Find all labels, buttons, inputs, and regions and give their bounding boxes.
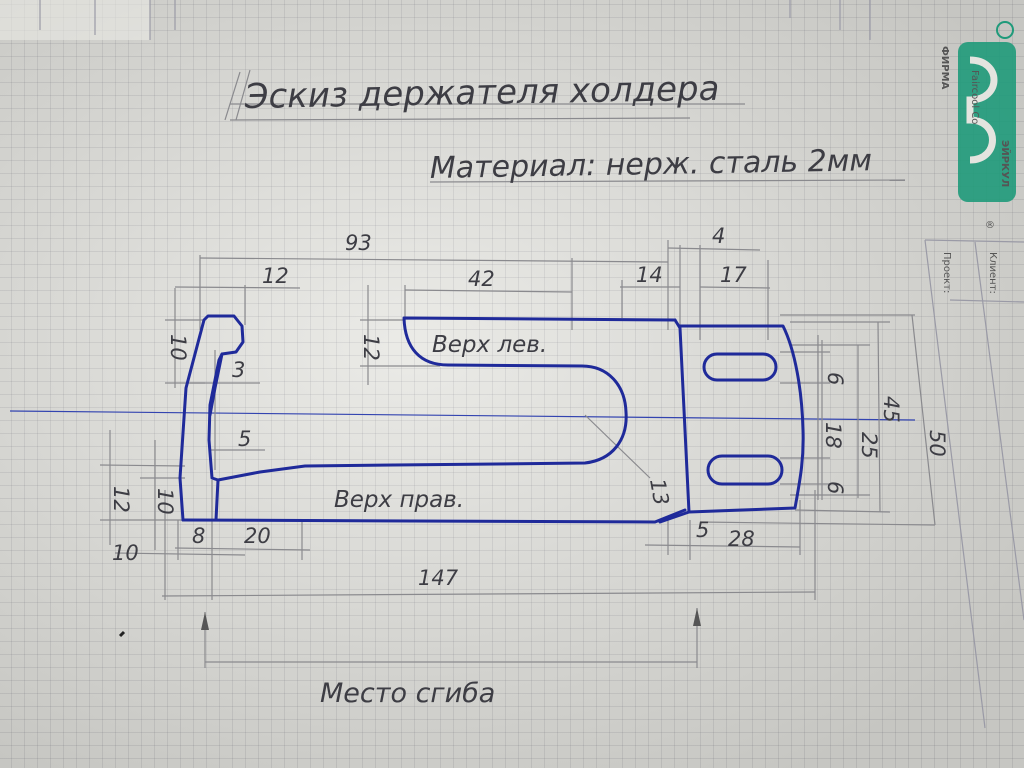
part-outline (178, 314, 805, 524)
dim-4: 4 (712, 224, 725, 248)
dim-5-right: 5 (696, 518, 709, 542)
dim-28: 28 (728, 527, 755, 551)
printed-address-strip (789, 0, 871, 40)
title-guide-lines (224, 69, 906, 183)
dim-6-top: 6 (823, 372, 847, 385)
dim-14: 14 (636, 263, 663, 287)
label-top-left: Верх лев. (432, 332, 547, 358)
dimension-lines (99, 240, 936, 668)
dimension-values: 93 4 12 42 14 17 10 12 3 5 6 45 18 25 50… (109, 224, 949, 590)
dim-10-corner: 10 (112, 541, 139, 565)
dim-12-bottom: 12 (109, 486, 133, 513)
printed-margin-text (0, 0, 176, 40)
material-note: Материал: нерж. сталь 2мм (430, 143, 873, 186)
dim-17: 17 (720, 263, 747, 287)
dim-42: 42 (468, 267, 495, 291)
brand-firm-name: ЭЙРКУЛ (999, 140, 1012, 187)
dim-10-left: 10 (166, 334, 190, 361)
label-bend-place: Место сгиба (320, 678, 495, 709)
pen-mark (118, 630, 126, 638)
dim-25: 25 (857, 432, 881, 459)
dim-8: 8 (192, 524, 205, 548)
upper-slot (702, 352, 778, 382)
brand-firm-word: ФИРМА (939, 46, 950, 90)
lower-slot (706, 454, 784, 486)
brand-logo: ФИРМА Faircool Co ЭЙРКУЛ ® (939, 21, 1016, 231)
dim-12-top: 12 (262, 264, 289, 288)
brand-registered-mark: ® (985, 220, 995, 231)
dim-10-bottom: 10 (153, 488, 177, 515)
title-block: Проект: Клиент: (924, 239, 1024, 729)
title-block-project-label: Проект: (941, 252, 952, 293)
dim-93: 93 (345, 231, 372, 255)
title-block-client-label: Клиент: (987, 252, 998, 294)
dim-3: 3 (232, 358, 245, 382)
sketch-title: Эскиз держателя холдера (243, 69, 719, 117)
dim-6-bottom: 6 (823, 481, 847, 494)
dim-18: 18 (821, 422, 845, 449)
dim-5-left: 5 (238, 427, 251, 451)
dim-20: 20 (244, 524, 271, 548)
brand-name: Faircool Co (969, 70, 980, 124)
label-top-right: Верх прав. (334, 487, 464, 513)
brand-snowflake-icon (996, 21, 1014, 39)
dim-45: 45 (879, 396, 903, 423)
center-line (9, 410, 916, 421)
dim-12-slot: 12 (359, 334, 383, 361)
dim-147: 147 (418, 566, 459, 590)
dim-50: 50 (925, 430, 949, 457)
dim-13: 13 (645, 477, 673, 507)
